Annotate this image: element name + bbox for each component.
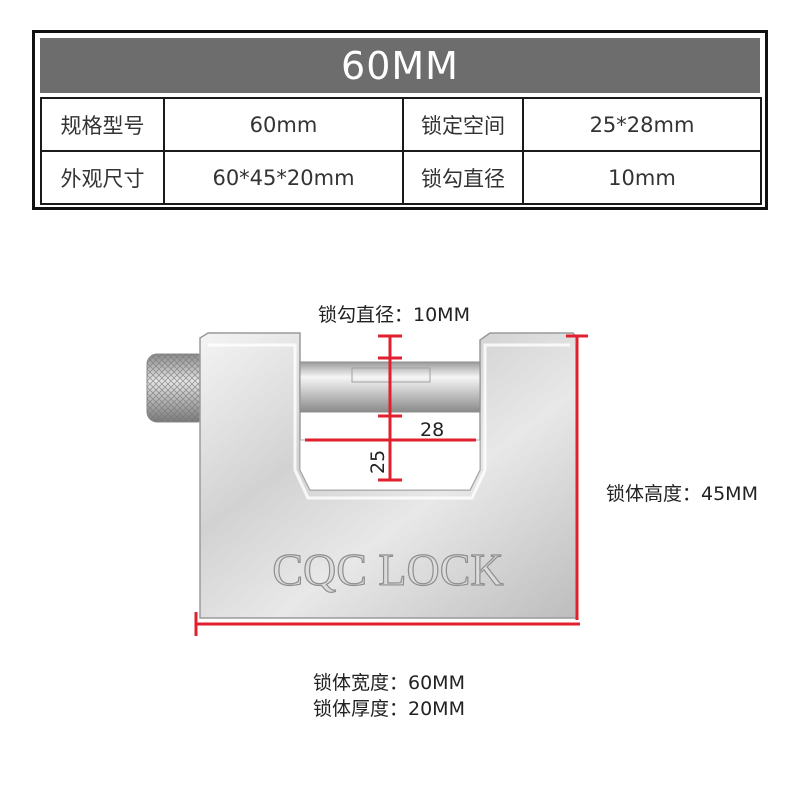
spec-value: 10mm bbox=[522, 150, 762, 205]
spec-key: 锁定空间 bbox=[402, 97, 524, 152]
body-highlight bbox=[208, 343, 570, 500]
spec-value: 25*28mm bbox=[522, 97, 762, 152]
body-thickness-label: 锁体厚度：20MM bbox=[313, 698, 465, 720]
spec-value: 60*45*20mm bbox=[163, 150, 404, 205]
gap-width-label: 28 bbox=[420, 419, 444, 441]
spec-key: 外观尺寸 bbox=[40, 150, 165, 205]
table-row: 外观尺寸 60*45*20mm 锁勾直径 10mm bbox=[40, 150, 762, 205]
shackle-diameter-label: 锁勾直径：10MM bbox=[318, 304, 470, 326]
body-height-label: 锁体高度：45MM bbox=[606, 483, 758, 505]
body-width-label: 锁体宽度：60MM bbox=[313, 672, 465, 694]
spec-key: 规格型号 bbox=[40, 97, 165, 152]
dimension-lines bbox=[194, 334, 588, 636]
lock-engraving: CQC LOCK bbox=[272, 544, 503, 595]
spec-table: 规格型号 60mm 锁定空间 25*28mm 外观尺寸 60*45*20mm 锁… bbox=[40, 97, 762, 205]
knurled-knob bbox=[146, 353, 208, 423]
spec-value: 60mm bbox=[163, 97, 404, 152]
spec-title: 60MM bbox=[40, 38, 760, 93]
table-row: 规格型号 60mm 锁定空间 25*28mm bbox=[40, 97, 762, 152]
spec-panel: 60MM 规格型号 60mm 锁定空间 25*28mm 外观尺寸 60*45*2… bbox=[32, 30, 768, 210]
spec-key: 锁勾直径 bbox=[402, 150, 524, 205]
gap-height-label: 25 bbox=[367, 450, 389, 474]
